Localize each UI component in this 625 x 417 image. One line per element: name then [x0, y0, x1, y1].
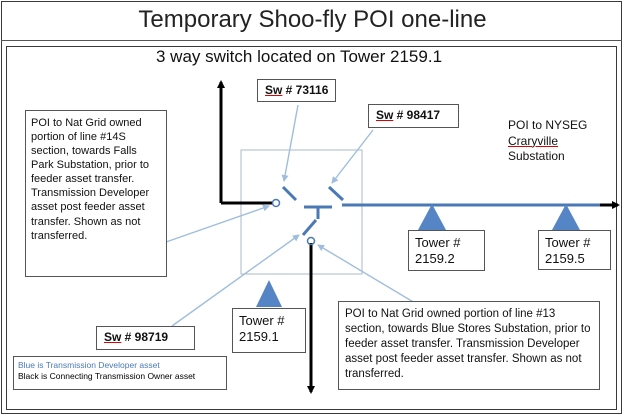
switch-label-number: # 98719 — [121, 330, 169, 344]
switch-label-98719: Sw # 98719 — [96, 326, 195, 350]
tower-label-line: Tower # — [415, 235, 461, 250]
tower-label-line: Tower # — [545, 235, 591, 250]
switch-label-prefix: Sw — [104, 330, 122, 344]
tower-2159-2-label: Tower #2159.2 — [408, 230, 485, 271]
callout-line13: POI to Nat Grid owned portion of line #1… — [338, 301, 600, 390]
tower-2159-5-label: Tower #2159.5 — [538, 230, 611, 270]
page-title: Temporary Shoo-fly POI one-line — [138, 6, 487, 33]
tower-label-number: 2159.1 — [239, 328, 279, 344]
diagram-subtitle: 3 way switch located on Tower 2159.1 — [156, 47, 443, 66]
switch-node-south — [306, 236, 316, 246]
legend: Blue is Transmission Developer asset Bla… — [13, 356, 227, 390]
tower-label-number: 2159.5 — [545, 250, 585, 266]
switch-blade-73116 — [281, 185, 298, 202]
callout-arrow-98719 — [171, 234, 300, 327]
poi-nyseg-substation-name: Craryville — [508, 133, 559, 148]
legend-blue-entry: Blue is Transmission Developer asset — [18, 360, 160, 370]
switch-label-73116: Sw # 73116 — [257, 79, 336, 102]
switch-label-number: # 73116 — [282, 83, 329, 97]
switch-node-west — [271, 198, 281, 208]
title-divider — [1, 40, 622, 41]
switch-enclosure — [240, 149, 363, 275]
legend-black-entry: Black is Connecting Transmission Owner a… — [18, 371, 196, 382]
callout-arrow-73116 — [281, 104, 299, 182]
switch-label-prefix: Sw — [376, 108, 394, 122]
poi-nyseg-note: POI to NYSEG Craryville Substation — [508, 118, 608, 165]
switch-label-prefix: Sw — [265, 83, 283, 97]
tower-label-number: 2159.2 — [415, 250, 455, 266]
callout-line14s: POI to Nat Grid owned portion of line #1… — [25, 110, 167, 277]
poi-nyseg-line: Substation — [508, 149, 565, 164]
switch-blade-98719 — [301, 219, 318, 236]
callout-arrow-line14s — [165, 204, 270, 243]
switch-label-98417: Sw # 98417 — [368, 104, 459, 128]
tower-label-line: Tower # — [239, 313, 285, 328]
switch-blade-98417 — [327, 185, 345, 202]
tower-2159-2-symbol — [418, 204, 446, 230]
diagram-frame — [6, 46, 617, 410]
poi-nyseg-line: POI to NYSEG — [508, 118, 588, 132]
callout-arrow-line13 — [317, 244, 416, 304]
switch-label-number: # 98417 — [393, 108, 441, 122]
callout-arrow-98417 — [331, 129, 374, 184]
tower-2159-1-label: Tower #2159.1 — [232, 308, 306, 353]
tower-2159-5-symbol — [552, 204, 580, 230]
tower-2159-1-symbol — [256, 280, 282, 307]
